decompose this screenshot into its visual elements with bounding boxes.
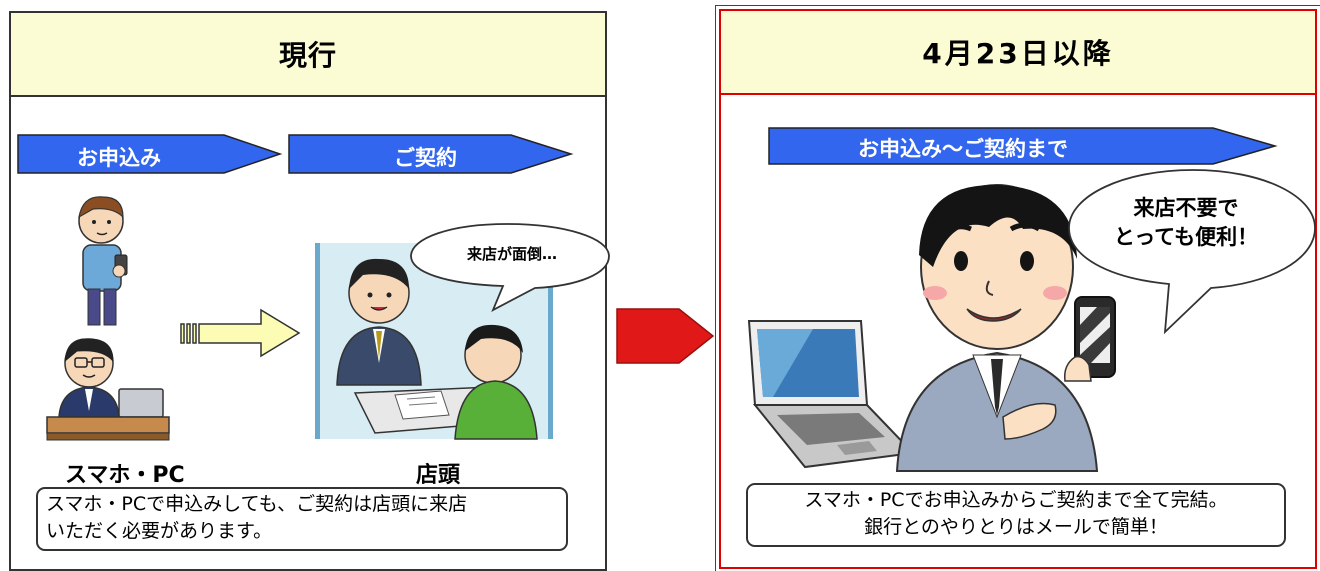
speech-bubble-text: 来店不要で とっても便利！ bbox=[1081, 194, 1291, 252]
new-panel-title: 4月23日以降 bbox=[721, 11, 1315, 95]
speech-bubble-line1: 来店不要で bbox=[1133, 196, 1239, 220]
caption-store: 店頭 bbox=[416, 463, 461, 488]
current-panel-title: 現行 bbox=[11, 13, 605, 97]
new-panel: 4月23日以降 お申込み～ご契約まで bbox=[715, 5, 1320, 571]
new-note: スマホ・PCでお申込みからご契約まで全て完結。 銀行とのやりとりはメールで簡単！ bbox=[746, 483, 1286, 547]
step-label-all: お申込み～ご契約まで bbox=[858, 137, 1068, 161]
smartphone-user-illustration bbox=[78, 196, 128, 326]
businessman-smartphone-illustration bbox=[895, 184, 1099, 472]
new-note-line2: 銀行とのやりとりはメールで簡単！ bbox=[864, 516, 1168, 538]
speech-bubble-line2: とっても便利！ bbox=[1113, 225, 1259, 249]
speech-bubble bbox=[1068, 169, 1316, 335]
step-label-contract: ご契約 bbox=[394, 146, 457, 170]
step-arrow-contract bbox=[288, 134, 574, 174]
step-arrow-apply bbox=[17, 134, 283, 174]
smartphone-icon bbox=[1063, 296, 1116, 382]
speech-bubble-text: 来店が面倒… bbox=[466, 245, 557, 263]
speech-bubble bbox=[410, 223, 610, 312]
step-label-apply: お申込み bbox=[77, 146, 161, 170]
current-panel: 現行 お申込み ご契約 bbox=[9, 11, 610, 571]
new-note-line1: スマホ・PCでお申込みからご契約まで全て完結。 bbox=[804, 489, 1228, 511]
caption-online: スマホ・PC bbox=[65, 463, 185, 488]
hollow-arrow-right-icon bbox=[180, 308, 301, 358]
step-arrow-all bbox=[768, 127, 1278, 165]
laptop-illustration bbox=[747, 320, 916, 469]
pc-user-illustration bbox=[46, 338, 170, 441]
red-arrow-right-icon bbox=[616, 308, 715, 364]
current-note-line2: いただく必要があります。 bbox=[46, 520, 273, 542]
current-note-line1: スマホ・PCで申込みしても、ご契約は店頭に来店 bbox=[46, 493, 468, 515]
current-note: スマホ・PCで申込みしても、ご契約は店頭に来店 いただく必要があります。 bbox=[36, 487, 568, 551]
